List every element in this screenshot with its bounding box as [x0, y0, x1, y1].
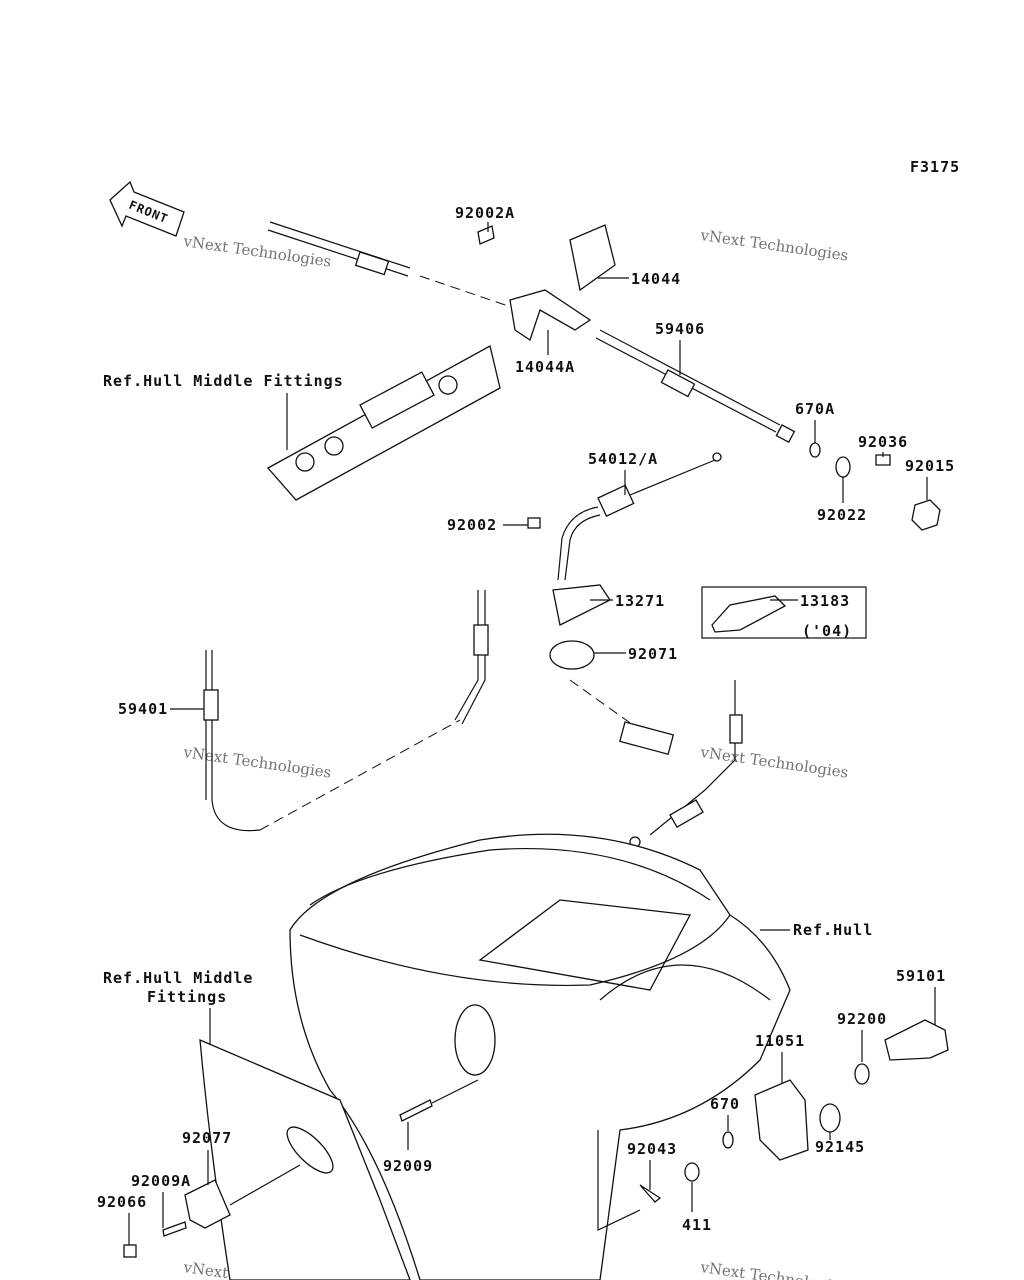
label-59406: 59406: [655, 320, 705, 338]
label-92200: 92200: [837, 1010, 887, 1028]
label-14044: 14044: [631, 270, 681, 288]
washer-92022: [835, 456, 851, 478]
bolt-92002A: [477, 225, 495, 245]
cover-14044: [569, 224, 616, 292]
choke-cable-54012: [557, 452, 722, 581]
label-ref-hull: Ref.Hull: [793, 921, 873, 939]
plate-13183: [711, 595, 787, 633]
washer-411: [684, 1162, 700, 1182]
label-13183: 13183: [800, 592, 850, 610]
plate-13271: [552, 584, 611, 626]
watermark: vNext Technologies: [698, 743, 849, 782]
label-fittings: Fittings: [147, 988, 227, 1006]
label-ref-hull-middle: Ref.Hull Middle: [103, 969, 253, 987]
watermark: vNext Technologies: [698, 226, 849, 265]
label-13271: 13271: [615, 592, 665, 610]
pin-92043: [639, 1184, 662, 1203]
part-labels: F3175 92002A 14044 14044A 59406 Ref.Hull…: [97, 158, 960, 1234]
clip-92036: [875, 454, 891, 466]
watermark: vNext Technologies: [698, 1258, 849, 1280]
label-13183-note: ('04): [802, 622, 852, 640]
cable-59401: [203, 590, 743, 848]
knob-59101: [884, 1019, 949, 1061]
watermark: vNext Technologies: [181, 743, 332, 782]
label-92043: 92043: [627, 1140, 677, 1158]
label-92002A: 92002A: [455, 204, 515, 222]
label-92077: 92077: [182, 1129, 232, 1147]
label-92002: 92002: [447, 516, 497, 534]
cover-11051: [754, 1079, 809, 1161]
label-11051: 11051: [755, 1032, 805, 1050]
nut-92066: [123, 1244, 137, 1258]
label-54012A: 54012/A: [588, 450, 658, 468]
hull-middle-fitting-plate: [266, 345, 501, 501]
bracket-14044A: [509, 289, 592, 342]
hull: [289, 833, 791, 1280]
label-14044A: 14044A: [515, 358, 575, 376]
throttle-cable-upper: [267, 221, 796, 444]
front-arrow-icon: FRONT: [109, 180, 185, 237]
label-670: 670: [710, 1095, 740, 1113]
nut-92015: [911, 499, 941, 531]
label-59101: 59101: [896, 967, 946, 985]
label-92145: 92145: [815, 1138, 865, 1156]
screw-92009: [399, 1099, 433, 1122]
label-670A: 670A: [795, 400, 835, 418]
label-59401: 59401: [118, 700, 168, 718]
label-92071: 92071: [628, 645, 678, 663]
label-411: 411: [682, 1216, 712, 1234]
figure-id: F3175: [910, 158, 960, 176]
o-ring-670A: [809, 442, 821, 458]
washer-92200: [854, 1063, 870, 1085]
watermark: vNext Technologies: [181, 232, 332, 271]
label-92009: 92009: [383, 1157, 433, 1175]
label-92009A: 92009A: [131, 1172, 191, 1190]
o-ring-670: [722, 1131, 734, 1149]
label-ref-hull-middle-fittings: Ref.Hull Middle Fittings: [103, 372, 344, 390]
label-92022: 92022: [817, 506, 867, 524]
label-92066: 92066: [97, 1193, 147, 1211]
leader-lines: [128, 222, 936, 1245]
label-92036: 92036: [858, 433, 908, 451]
part-box-13183: [701, 586, 867, 639]
bolt-92002: [527, 517, 541, 529]
label-92015: 92015: [905, 457, 955, 475]
grommet-92071: [549, 640, 595, 670]
cap-92077: [184, 1179, 231, 1229]
screw-92009A: [162, 1221, 187, 1237]
ring-92145: [819, 1103, 841, 1133]
